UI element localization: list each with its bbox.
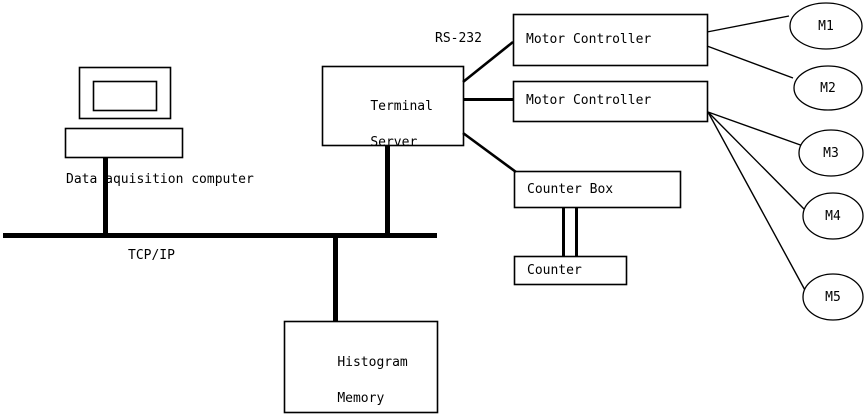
counter-box <box>513 255 628 286</box>
motor-controller-1-to-m2-link <box>706 45 794 79</box>
histogram-memory-label: Histogram Memory <box>306 336 408 414</box>
terminal-server-label-line2: Server <box>370 135 418 150</box>
histogram-memory-label-line2: Memory <box>337 391 385 406</box>
histogram-memory-box <box>283 320 439 414</box>
terminal-server-to-motor-controller-1-link <box>462 40 514 84</box>
motor-m2-ellipse <box>793 65 863 111</box>
motor-m1-label: M1 <box>818 19 834 34</box>
tcpip-bus-label: TCP/IP <box>128 248 175 263</box>
motor-m4-ellipse <box>802 192 864 240</box>
motor-controller-1-to-m1-link <box>706 15 790 33</box>
motor-controller-2-to-m4-link <box>707 111 807 212</box>
motor-m1-ellipse <box>789 2 863 50</box>
rs232-link-label: RS-232 <box>435 31 482 46</box>
motor-m3-ellipse <box>798 129 864 177</box>
computer-keyboard-base <box>64 127 184 159</box>
histogram-memory-label-line1: Histogram <box>337 355 408 370</box>
data-acquisition-computer-label: Data aquisition computer <box>66 172 254 187</box>
motor-controller-1-label: Motor Controller <box>526 32 652 47</box>
motor-controller-2-to-m3-link <box>707 111 807 148</box>
terminal-server-to-counter-box-link <box>462 131 517 174</box>
monitor-screen <box>92 80 158 112</box>
terminal-server-label: Terminal Server <box>339 80 433 170</box>
counter-label: Counter <box>527 263 582 278</box>
motor-controller-1-box <box>512 13 709 67</box>
terminal-server-label-line1: Terminal <box>370 99 433 114</box>
motor-m2-label: M2 <box>820 81 836 96</box>
motor-m3-label: M3 <box>823 146 839 161</box>
motor-m5-label: M5 <box>825 290 841 305</box>
motor-controller-2-label: Motor Controller <box>526 93 652 108</box>
counter-box-box <box>513 170 682 209</box>
counter-box-label: Counter Box <box>527 182 614 197</box>
motor-m5-ellipse <box>802 273 864 321</box>
motor-controller-2-to-m5-link <box>707 111 807 293</box>
motor-m4-label: M4 <box>825 209 841 224</box>
motor-controller-2-box <box>512 80 709 123</box>
terminal-server-box <box>321 65 465 147</box>
